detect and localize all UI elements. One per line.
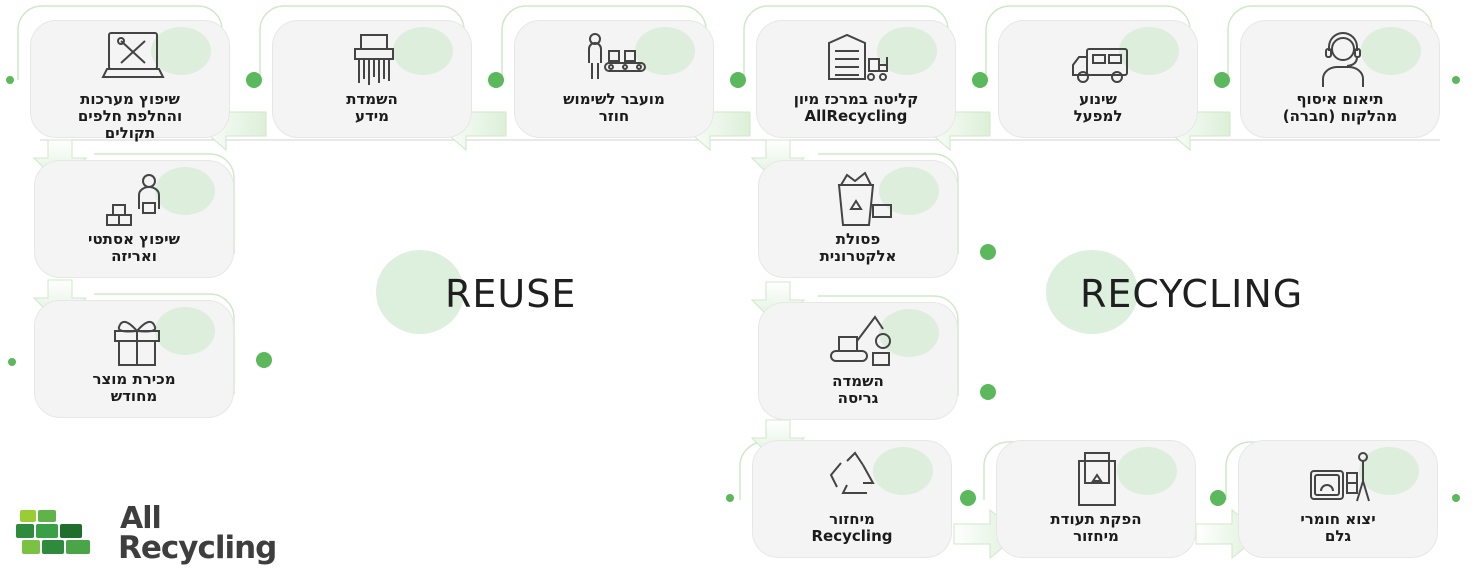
- card-outline-curve: [501, 5, 707, 80]
- connector-dot: [8, 358, 16, 366]
- reuse-circle: [376, 250, 464, 334]
- step-sorting-intake: קליטה במרכז מיון AllRecycling: [756, 20, 956, 138]
- card-outline-curve: [818, 295, 959, 396]
- allrecycling-logo-icon: [16, 510, 90, 554]
- connector-dot: [726, 494, 734, 502]
- delivery-truck-icon: [1072, 48, 1128, 83]
- card-outline-curve: [985, 5, 1191, 80]
- connector-dot: [256, 352, 272, 368]
- step-cosmetic-refurbish: שיפוץ אסתטי ואריזה: [34, 160, 234, 278]
- step-raw-material-export: יצוא חומרי גלם: [1238, 440, 1438, 558]
- step-shredding: השמדה גריסה: [758, 302, 958, 420]
- step-label: שיפוץ אסתטי ואריזה: [88, 230, 180, 265]
- connector-dot: [1452, 76, 1460, 84]
- ewaste-bin-icon: [837, 171, 892, 226]
- icon-halo: [151, 27, 211, 75]
- step-label: השמדה גריסה: [832, 372, 884, 407]
- connector-dot: [730, 72, 746, 88]
- warehouse-forklift-icon: [828, 33, 888, 81]
- weighing-scale-trolley-icon: [1310, 452, 1370, 502]
- step-label: שיפוץ מערכות והחלפת חלפים תקולים: [77, 90, 183, 142]
- step-label: יצוא חומרי גלם: [1300, 510, 1376, 545]
- icon-halo: [1361, 27, 1421, 75]
- recycling-circle: [1046, 250, 1138, 334]
- card-outline-curve: [94, 293, 235, 394]
- icon-halo: [1117, 447, 1177, 495]
- icon-halo: [155, 307, 215, 355]
- conveyor-worker-icon: [588, 33, 646, 79]
- step-label: מועבר לשימוש חוזר: [563, 90, 665, 125]
- recycling-title: RECYCLING: [1080, 272, 1304, 316]
- step-refurbished-sale: מכירת מוצר מחודש: [34, 300, 234, 418]
- step-system-repair: שיפוץ מערכות והחלפת חלפים תקולים: [30, 20, 230, 142]
- icon-halo: [879, 309, 939, 357]
- laptop-tools-icon: [101, 32, 165, 78]
- connector-dot: [246, 72, 262, 88]
- step-recycling-certificate: הפקת תעודת מיחזור: [996, 440, 1196, 558]
- step-label: קליטה במרכז מיון AllRecycling: [793, 90, 919, 125]
- step-label: שינוע למפעל: [1073, 90, 1123, 125]
- connector-dot: [1210, 490, 1226, 506]
- step-electronic-waste: פסולת אלקטרונית: [758, 160, 958, 278]
- step-transport: שינוע למפעל: [998, 20, 1198, 138]
- step-label: השמדת מידע: [346, 90, 398, 125]
- step-label: פסולת אלקטרונית: [819, 230, 897, 265]
- card-outline-curve: [743, 5, 949, 80]
- step-data-destruction: השמדת מידע: [272, 20, 472, 138]
- icon-halo: [393, 27, 453, 75]
- packing-worker-icon: [106, 174, 160, 226]
- excavator-crusher-icon: [830, 315, 891, 366]
- icon-halo: [155, 167, 215, 215]
- step-label: תיאום איסוף מהלקוח (חברה): [1282, 90, 1398, 125]
- connector-dot: [1214, 72, 1230, 88]
- headset-agent-icon: [1322, 32, 1364, 87]
- reuse-title: REUSE: [445, 272, 577, 316]
- card-outline-curve: [1227, 5, 1433, 80]
- logo-text-recycling: Recycling: [118, 530, 277, 566]
- connector-dot: [960, 490, 976, 506]
- logo-text-all: All: [120, 501, 162, 536]
- step-reuse-transfer: מועבר לשימוש חוזר: [514, 20, 714, 138]
- step-label: הפקת תעודת מיחזור: [1050, 510, 1142, 545]
- card-outline-curve: [818, 153, 959, 254]
- icon-halo: [879, 167, 939, 215]
- card-outline-curve: [94, 153, 235, 254]
- card-outline-curve: [17, 5, 223, 80]
- icon-halo: [873, 447, 933, 495]
- step-collection-coordination: תיאום איסוף מהלקוח (חברה): [1240, 20, 1440, 138]
- step-recycling: מיחזור Recycling: [752, 440, 952, 558]
- recycling-certificate-icon: [1078, 452, 1116, 506]
- connector-dot: [6, 76, 14, 84]
- connector-dot: [488, 72, 504, 88]
- recycle-arrows-icon: [829, 451, 875, 494]
- card-outline-curve: [259, 5, 465, 80]
- connector-dot: [1452, 494, 1460, 502]
- icon-halo: [1359, 447, 1419, 495]
- step-label: מיחזור Recycling: [811, 510, 893, 545]
- gift-box-icon: [114, 320, 160, 366]
- connector-dot: [980, 384, 996, 400]
- connector-dot: [980, 244, 996, 260]
- step-label: מכירת מוצר מחודש: [92, 370, 176, 405]
- paper-shredder-icon: [354, 34, 394, 85]
- icon-halo: [1119, 27, 1179, 75]
- connector-dot: [972, 72, 988, 88]
